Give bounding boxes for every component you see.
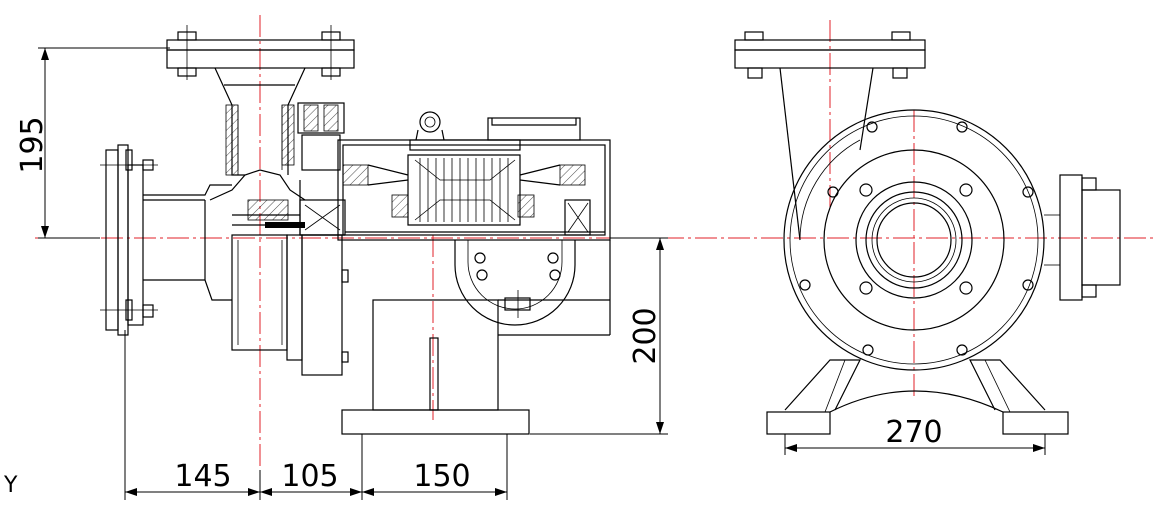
neck-left bbox=[779, 67, 801, 241]
dim-label-195: 195 bbox=[15, 116, 50, 173]
dimension-195: 195 bbox=[15, 47, 170, 239]
discharge-nozzle bbox=[214, 67, 306, 176]
dimension-145-105-150: 145 105 150 bbox=[124, 330, 508, 500]
front-view bbox=[734, 31, 1121, 435]
volute bbox=[783, 109, 1045, 371]
terminal-box bbox=[454, 240, 576, 326]
suction-pipe bbox=[143, 184, 232, 301]
dim-label-150: 150 bbox=[413, 459, 470, 494]
front-discharge-flange bbox=[734, 31, 926, 79]
dim-label-200: 200 bbox=[628, 307, 663, 364]
pump-casing bbox=[209, 169, 349, 376]
bearing-housing bbox=[297, 102, 346, 236]
stator-lamination bbox=[419, 158, 509, 222]
suction-flange bbox=[100, 144, 158, 336]
dimension-270: 270 bbox=[784, 415, 1046, 455]
front-base bbox=[766, 359, 1069, 435]
side-section-view bbox=[100, 25, 611, 435]
dim-label-270: 270 bbox=[885, 415, 942, 450]
pedestal bbox=[341, 240, 611, 435]
discharge-flange bbox=[166, 25, 355, 80]
dim-label-105: 105 bbox=[281, 459, 338, 494]
centerlines bbox=[35, 15, 1157, 470]
neck-right bbox=[859, 67, 874, 151]
motor-housing bbox=[337, 111, 611, 241]
axis-label-y: Y bbox=[3, 473, 18, 498]
dim-label-145: 145 bbox=[174, 459, 231, 494]
dimension-200: 200 bbox=[530, 237, 668, 435]
front-suction-flange bbox=[1044, 174, 1121, 301]
